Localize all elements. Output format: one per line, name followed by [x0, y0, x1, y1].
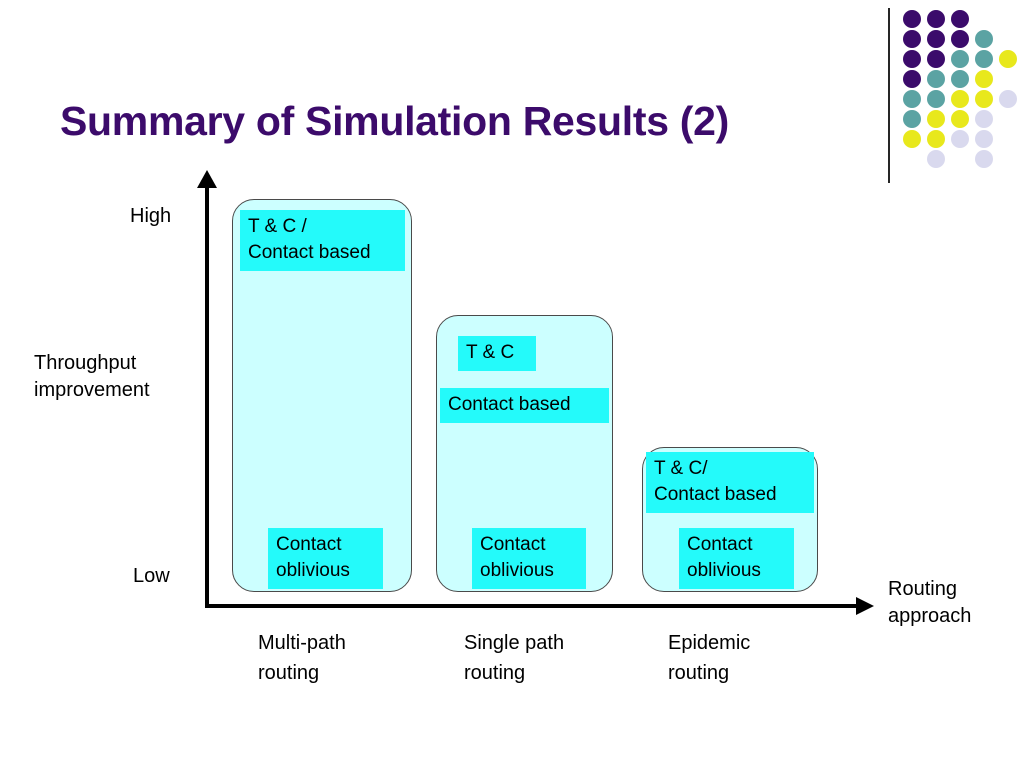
dot-matrix-logo [903, 10, 1023, 170]
bar-segment-label: T & C/ Contact based [646, 452, 814, 513]
y-axis-tick-high: High [130, 205, 172, 227]
logo-dot-icon [951, 110, 969, 128]
bar-segment-label: T & C [458, 336, 536, 371]
logo-dot-icon [927, 30, 945, 48]
logo-dot-icon [927, 110, 945, 128]
logo-dot-icon [927, 10, 945, 28]
y-axis-tick-low: Low [133, 565, 170, 587]
x-axis-tick-label: Multi-path routing [258, 632, 346, 684]
bar-segment-label: Contact oblivious [679, 528, 794, 589]
logo-dot-icon [975, 130, 993, 148]
logo-dot-icon [927, 50, 945, 68]
logo-dot-icon [975, 110, 993, 128]
bar-segment-label: T & C / Contact based [240, 210, 405, 271]
x-axis-arrow-icon [856, 597, 874, 615]
bar-chart: High Low Throughput improvement Routing … [0, 160, 1024, 700]
logo-dot-icon [927, 150, 945, 168]
logo-dot-icon [903, 10, 921, 28]
logo-dot-icon [951, 70, 969, 88]
logo-dot-icon [975, 150, 993, 168]
logo-dot-icon [951, 10, 969, 28]
x-axis-tick-label: Epidemic routing [668, 632, 751, 684]
x-axis-line [205, 604, 860, 608]
logo-dot-icon [975, 70, 993, 88]
y-axis-title: Throughput improvement [34, 352, 150, 401]
logo-dot-icon [951, 90, 969, 108]
logo-dot-icon [927, 130, 945, 148]
logo-dot-icon [927, 70, 945, 88]
logo-dot-icon [975, 50, 993, 68]
logo-dot-icon [903, 70, 921, 88]
bar-segment-label: Contact based [440, 388, 609, 423]
logo-dot-icon [903, 30, 921, 48]
logo-dot-icon [999, 50, 1017, 68]
logo-dot-icon [951, 130, 969, 148]
logo-dot-icon [903, 90, 921, 108]
logo-divider-rule [888, 8, 890, 183]
logo-dot-icon [999, 90, 1017, 108]
bar-segment-label: Contact oblivious [268, 528, 383, 589]
logo-dot-icon [903, 50, 921, 68]
logo-dot-icon [903, 110, 921, 128]
logo-dot-icon [951, 50, 969, 68]
x-axis-tick-label: Single path routing [464, 632, 565, 684]
x-axis-title: Routing approach [888, 578, 972, 627]
logo-dot-icon [975, 90, 993, 108]
y-axis-line [205, 182, 209, 607]
logo-dot-icon [927, 90, 945, 108]
logo-dot-icon [975, 30, 993, 48]
y-axis-arrow-icon [197, 170, 217, 188]
bar-segment-label: Contact oblivious [472, 528, 586, 589]
logo-dot-icon [951, 30, 969, 48]
page-title: Summary of Simulation Results (2) [60, 98, 730, 144]
logo-dot-icon [903, 130, 921, 148]
